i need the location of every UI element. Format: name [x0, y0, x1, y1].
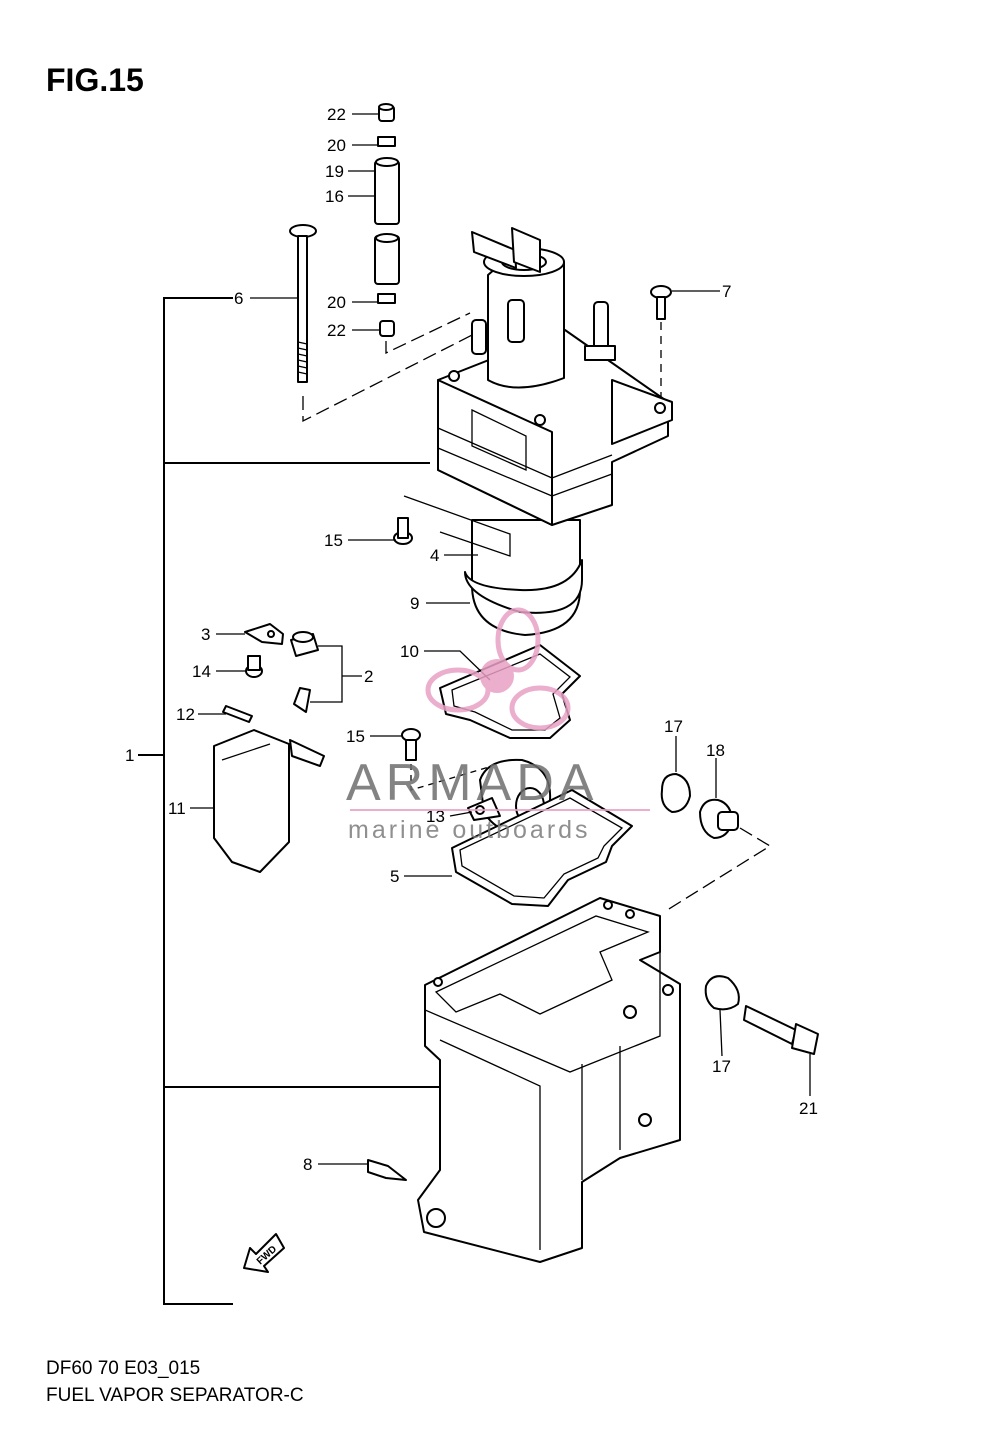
assembly-bracket: [138, 297, 440, 1305]
callout-17-upper: 17: [664, 717, 683, 736]
callout-16: 16: [325, 187, 344, 206]
figure-code: DF60 70 E03_015: [46, 1358, 201, 1379]
callout-3: 3: [201, 625, 210, 644]
watermark-brand: ARMADA: [346, 754, 598, 812]
callout-11: 11: [168, 799, 186, 818]
callout-10: 10: [400, 642, 419, 661]
callout-18: 18: [706, 741, 725, 760]
propeller-logo: [425, 607, 571, 731]
callout-22-top: 22: [327, 105, 346, 124]
callout-22-bottom: 22: [327, 321, 346, 340]
callout-1: 1: [125, 746, 134, 765]
gasket-5: [451, 789, 633, 907]
bolt-21: [743, 1005, 819, 1055]
spacer-18: [663, 798, 772, 913]
leader-lines: [190, 113, 811, 1165]
figure-title: FIG.15: [46, 62, 144, 98]
callout-7: 7: [722, 282, 731, 301]
separator-lower-case: [417, 897, 681, 1263]
callout-12: 12: [176, 705, 195, 724]
bolt-6: [289, 224, 317, 383]
callout-13: 13: [426, 807, 445, 826]
cover-11: [213, 729, 325, 873]
fwd-arrow: FWD: [243, 1233, 285, 1273]
callout-4: 4: [430, 546, 439, 565]
callout-15-lower: 15: [346, 727, 365, 746]
watermark-tagline: marine outboards: [348, 816, 591, 844]
callout-labels: 22 20 19 16 6 20 22 7 15 4 9 3 2 14 10 1…: [125, 105, 818, 1174]
callout-15-upper: 15: [324, 531, 343, 550]
grommet-17-upper: [660, 773, 691, 813]
screw-7: [650, 285, 672, 398]
grommet-17-lower: [704, 975, 740, 1011]
callout-20-bottom: 20: [327, 293, 346, 312]
screw-8: [367, 1159, 407, 1181]
callout-21: 21: [799, 1099, 818, 1118]
callout-19: 19: [325, 162, 344, 181]
callout-14: 14: [192, 662, 211, 681]
callout-6: 6: [234, 289, 243, 308]
small-parts-left: [222, 623, 319, 723]
hose-and-clamps: [374, 103, 400, 337]
separator-upper-body: [437, 227, 673, 636]
callout-2: 2: [364, 667, 373, 686]
watermark: ARMADA marine outboards: [346, 607, 650, 844]
figure-name: FUEL VAPOR SEPARATOR-C: [46, 1385, 304, 1406]
callout-8: 8: [303, 1155, 312, 1174]
callout-5: 5: [390, 867, 399, 886]
callout-20-top: 20: [327, 136, 346, 155]
screw-15-lower: [401, 728, 507, 791]
callout-9: 9: [410, 594, 419, 613]
screw-15-upper: [393, 495, 511, 557]
callout-17-lower: 17: [712, 1057, 731, 1076]
